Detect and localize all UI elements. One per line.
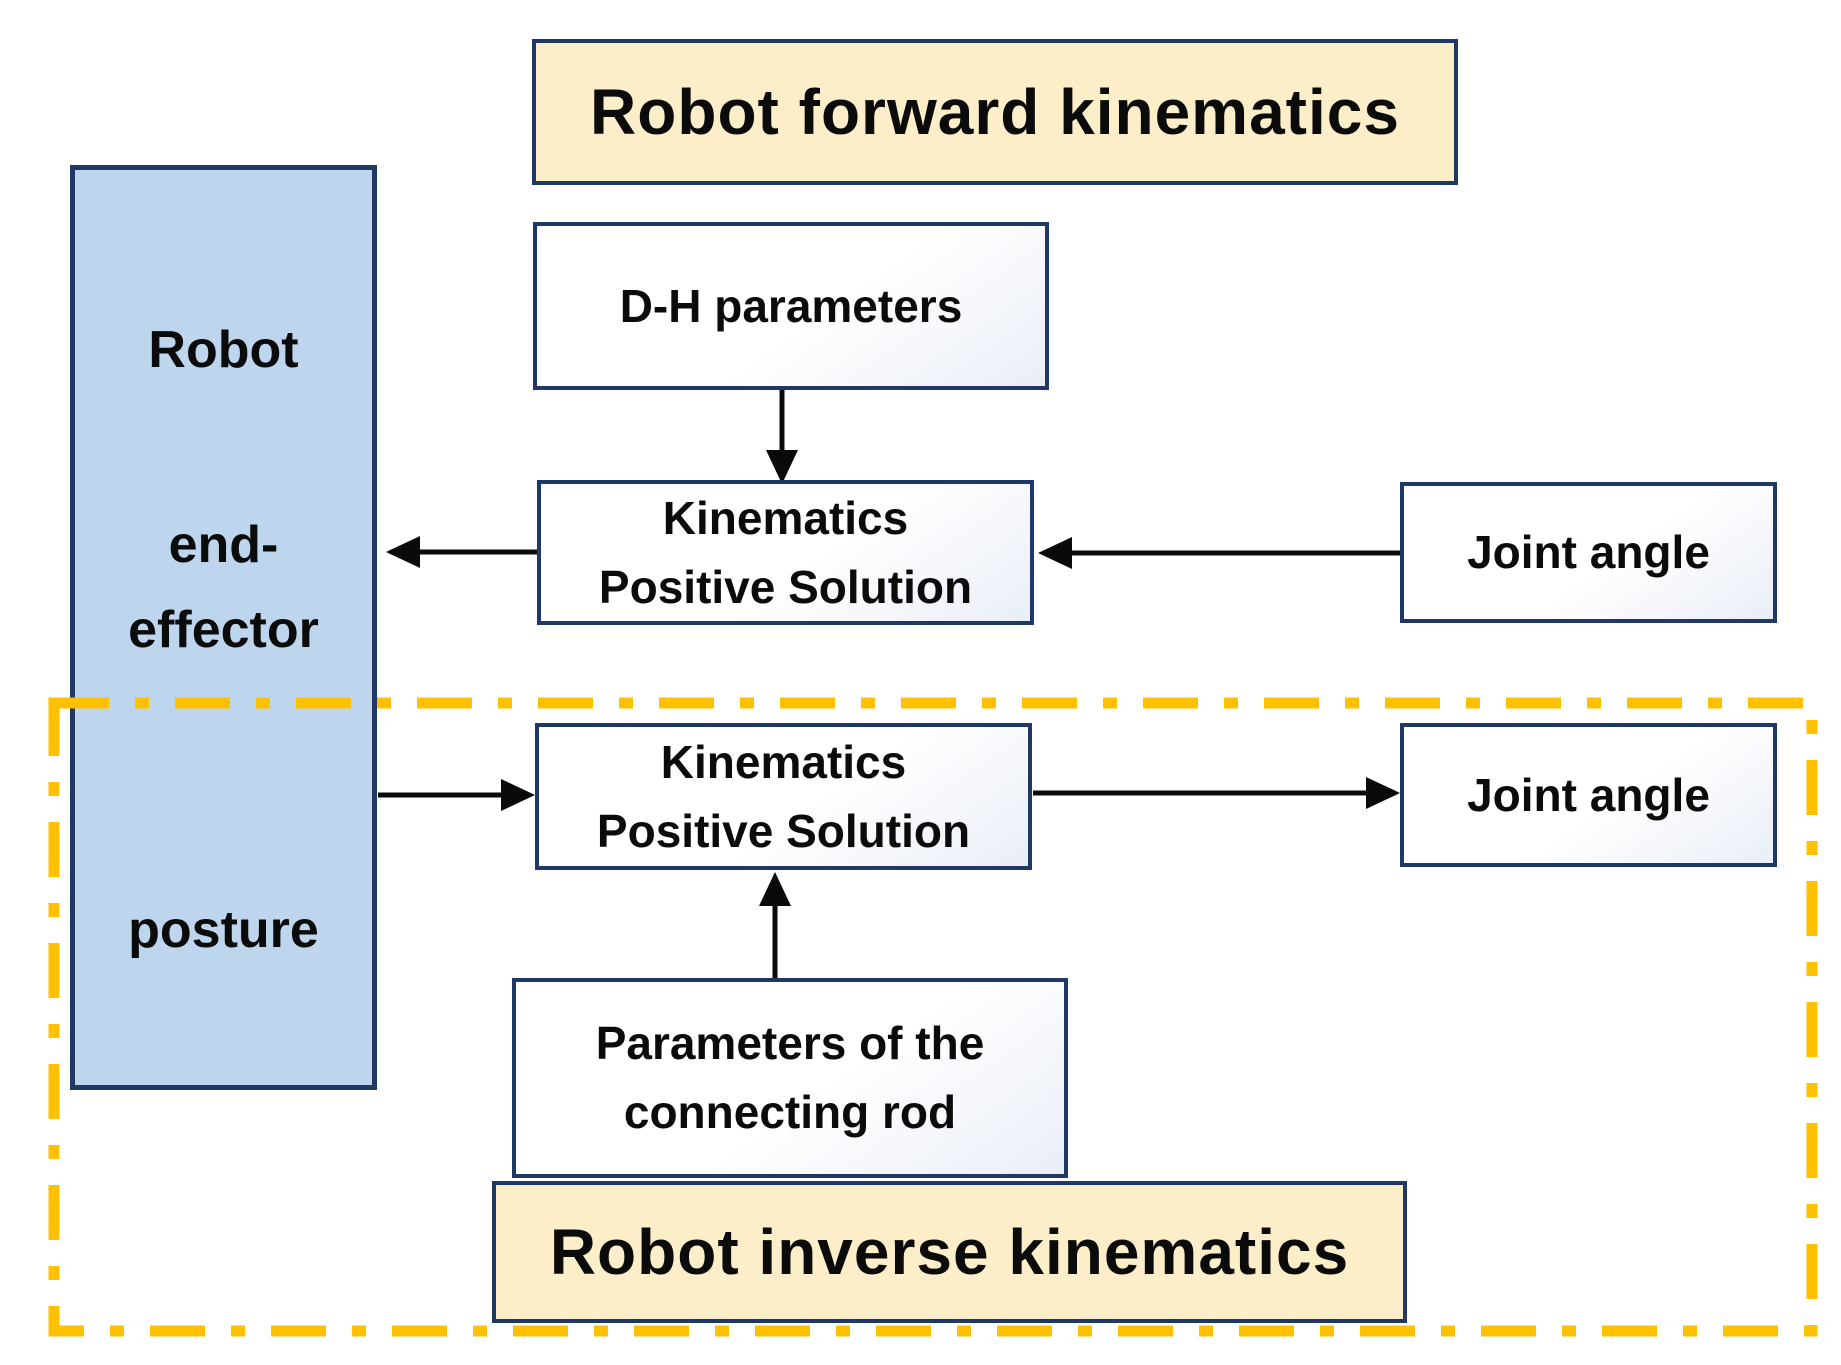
kps-top-line2: Positive Solution: [598, 560, 973, 613]
end-effector-line-effector: effector: [128, 601, 319, 659]
joint-angle-bottom-node: Joint angle: [1400, 723, 1777, 867]
end-effector-line-robot: Robot: [148, 321, 299, 379]
arrow-dh-to-kps-top: [766, 390, 798, 484]
inverse-kinematics-title-label: Robot inverse kinematics: [549, 1216, 1350, 1288]
inverse-kinematics-title: Robot inverse kinematics: [492, 1181, 1407, 1323]
dh-parameters-node: D-H parameters: [533, 222, 1049, 390]
joint-angle-bottom-label: Joint angle: [1467, 768, 1710, 821]
arrow-kps-top-to-endeffector: [386, 536, 537, 568]
dh-parameters-label: D-H parameters: [619, 279, 963, 332]
forward-kinematics-title-label: Robot forward kinematics: [590, 76, 1400, 148]
kps-bottom-line1: Kinematics: [660, 735, 907, 788]
joint-angle-top-node: Joint angle: [1400, 482, 1777, 623]
arrow-kps-bottom-to-joint-bottom: [1033, 777, 1400, 809]
kinematics-positive-solution-bottom-node: Kinematics Positive Solution: [535, 723, 1032, 870]
arrow-joint-top-to-kps-top: [1038, 537, 1400, 569]
kps-top-line1: Kinematics: [662, 491, 909, 544]
kinematics-positive-solution-top-node: Kinematics Positive Solution: [537, 480, 1034, 625]
connecting-rod-line1: Parameters of the: [595, 1017, 985, 1069]
connecting-rod-parameters-node: Parameters of the connecting rod: [512, 978, 1068, 1178]
end-effector-line-posture: posture: [128, 901, 319, 959]
connecting-rod-line2: connecting rod: [623, 1086, 957, 1138]
inverse-region-dashed-border: [48, 697, 1818, 1337]
kps-bottom-line2: Positive Solution: [596, 804, 971, 857]
end-effector-line-end: end-: [168, 516, 279, 574]
end-effector-posture-box: Robot end- effector posture: [70, 165, 377, 1090]
forward-kinematics-title: Robot forward kinematics: [532, 39, 1458, 185]
arrow-endeffector-to-kps-bottom: [378, 779, 535, 811]
arrow-rod-to-kps-bottom: [759, 872, 791, 978]
joint-angle-top-label: Joint angle: [1467, 526, 1710, 579]
